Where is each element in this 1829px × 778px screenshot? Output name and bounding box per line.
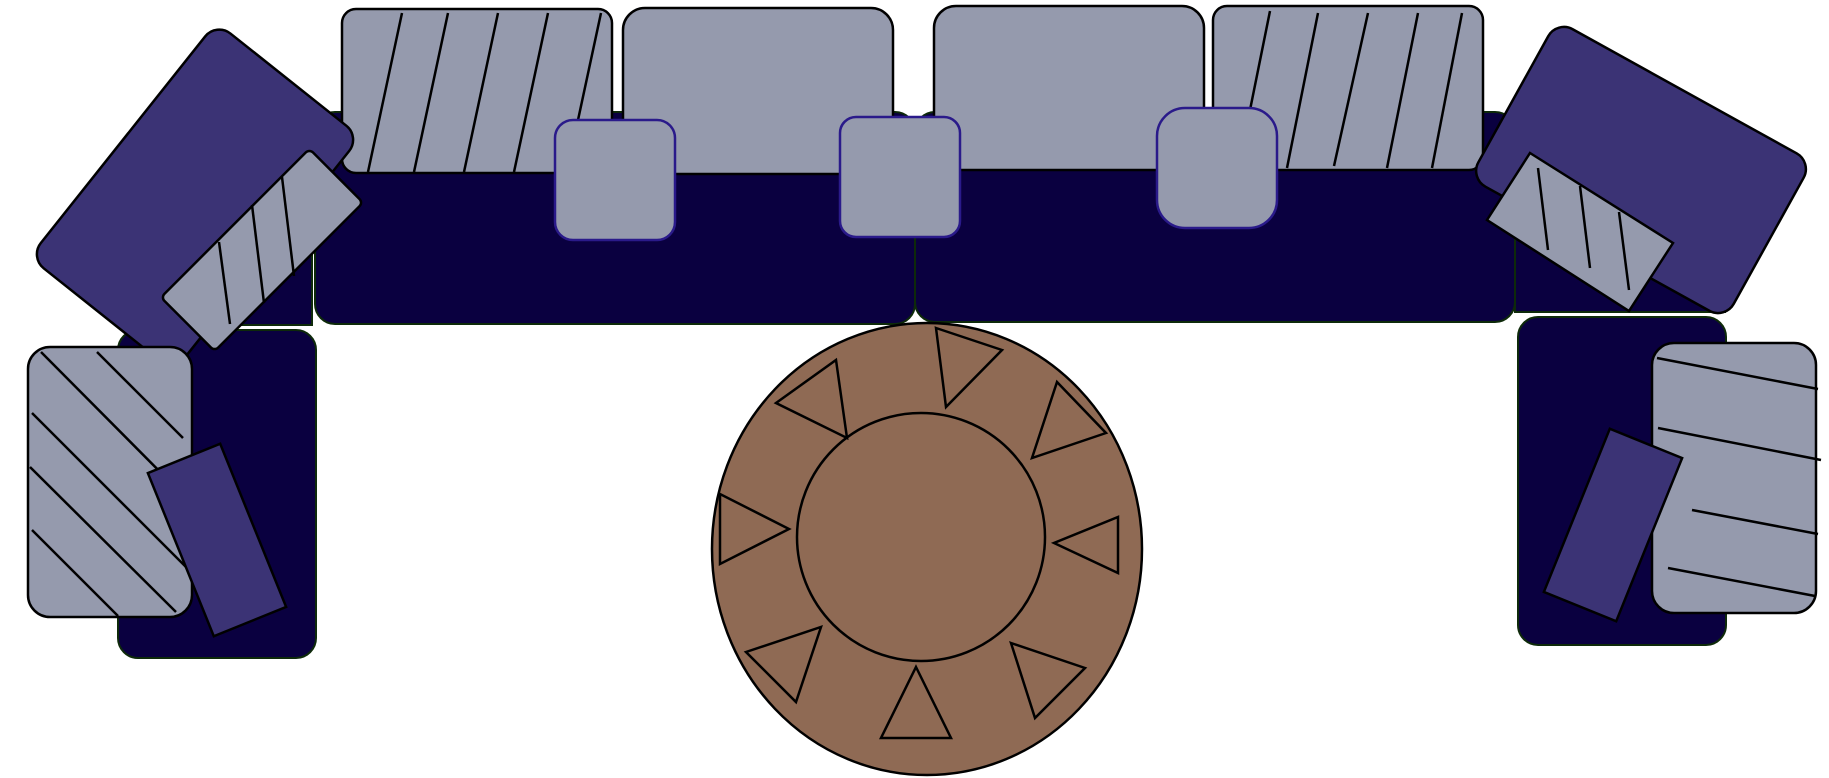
square-pillow-2 [838,115,962,239]
triangle-marker-6 [743,625,823,705]
right-corner-pillows [1474,25,1808,315]
back-cushions [340,4,1485,176]
triangle-marker-8 [773,357,849,441]
coffee-table [710,321,1144,777]
triangle-marker-4 [1009,641,1088,721]
triangle-marker-2 [1030,379,1109,460]
back-cushion-4 [1211,4,1485,172]
square-pillows [553,106,1279,242]
square-pillow-1 [553,118,677,242]
triangle-marker-7 [718,491,792,567]
right-chaise-stripes [1656,356,1822,598]
left-corner-stripes [217,176,296,325]
striped-pillow-left-corner [161,149,363,351]
triangle-marker-1 [934,326,1005,410]
triangle-marker-3 [1050,515,1120,575]
back-cushion-3 [932,4,1206,172]
square-pillow-3 [1155,106,1279,230]
table-triangles [718,326,1120,740]
purple-pillow-left-chaise [146,442,288,638]
triangle-marker-5 [878,664,954,740]
back-cushion-1 [340,7,614,175]
left-corner-pillows [35,28,363,366]
purple-pillow-right-chaise [1542,427,1684,623]
left-chaise [26,345,288,638]
cushion-stripes [366,10,1464,173]
coffee-table-inner [795,411,1047,663]
back-cushion-2 [621,6,895,176]
right-chaise [1542,341,1822,623]
right-corner-stripes [1536,167,1631,291]
